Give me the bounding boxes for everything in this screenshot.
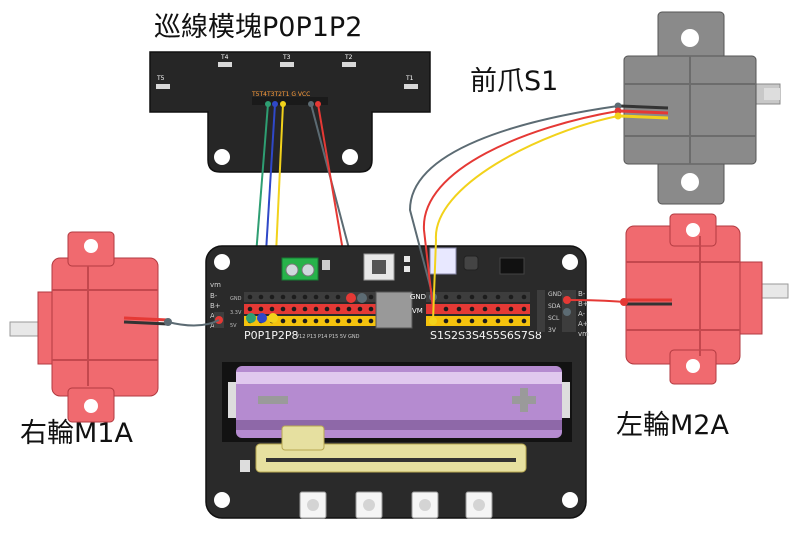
board-right-motor-vm: vm — [578, 330, 589, 338]
battery — [222, 362, 572, 442]
left-wheel-motor — [620, 213, 789, 385]
main-board: vm B- B+ A- A+ GND 3.3V 5V — [205, 245, 589, 519]
board-power-gnd: GND — [230, 296, 242, 302]
board-i2c-scl: SCL — [548, 315, 560, 322]
sensor-pin-t2: T2 — [344, 54, 353, 61]
board-right-motor-b-minus: B- — [578, 290, 586, 298]
board-i2c-gnd: GND — [548, 291, 562, 298]
right-wheel-motor — [9, 231, 172, 423]
board-left-motor-b-minus: B- — [210, 292, 218, 300]
sensor-header-label: T5T4T3T2T1 G VCC — [251, 91, 310, 98]
board-power-3v3: 3.3V — [230, 310, 242, 316]
board-servo-labels: S1S2S3S4S5S6S7S8 — [430, 329, 542, 342]
board-left-motor-vm: vm — [210, 281, 221, 289]
board-p-pin-small-labels: P12 P13 P14 P15 5V GND — [296, 334, 360, 340]
servo-pin-header — [426, 292, 530, 326]
sensor-pin-t4: T4 — [220, 54, 229, 61]
board-servo-vm: VM — [412, 307, 423, 315]
sensor-pin-t3: T3 — [282, 54, 291, 61]
p-pin-header — [244, 292, 376, 326]
line-sensor-module: T4 T3 T2 T5 T1 T5T4T3T2T1 G VCC — [149, 51, 431, 173]
board-right-motor-b-plus: B+ — [578, 300, 589, 308]
board-power-5v: 5V — [230, 323, 237, 329]
board-right-motor-a-minus: A- — [578, 310, 586, 318]
sensor-pin-t1: T1 — [405, 75, 414, 82]
board-p-pin-labels: P0P1P2P8 — [244, 329, 299, 342]
left-wheel-label: 左輪M2A — [616, 410, 729, 441]
servo-wires — [408, 105, 619, 322]
board-left-motor-b-plus: B+ — [210, 302, 221, 310]
front-claw-servo — [614, 11, 781, 205]
board-i2c-sda: SDA — [548, 303, 561, 310]
board-left-motor-a-minus: A- — [210, 312, 218, 320]
board-right-motor-a-plus: A+ — [578, 320, 589, 328]
board-i2c-3v: 3V — [548, 327, 557, 334]
front-claw-label: 前爪S1 — [470, 66, 558, 97]
line-sensor-label: 巡線模塊P0P1P2 — [154, 12, 362, 43]
board-servo-gnd: GND — [410, 293, 426, 301]
sensor-pin-t5: T5 — [156, 75, 165, 82]
right-wheel-label: 右輪M1A — [20, 418, 133, 449]
